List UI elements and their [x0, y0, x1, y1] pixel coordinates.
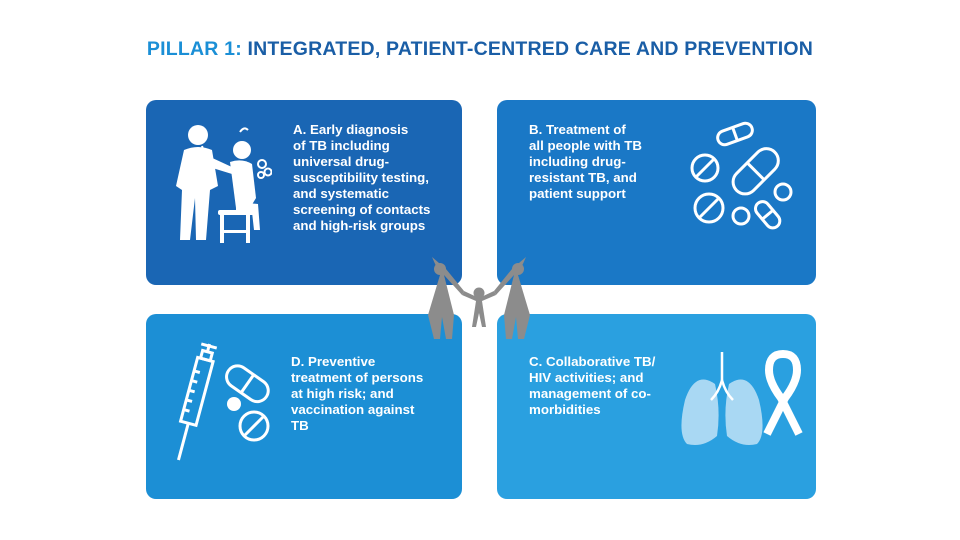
card-b-line: resistant TB, and: [529, 170, 637, 185]
card-d-line: vaccination against: [291, 402, 415, 417]
card-d-line: at high risk; and: [291, 386, 394, 401]
pills-icon: [690, 121, 793, 230]
title-prefix: PILLAR 1: [146, 38, 236, 60]
card-b-text: B. Treatment of all people with TB inclu…: [529, 122, 642, 202]
page-title: PILLAR 1: INTEGRATED, PATIENT-CENTRED CA…: [0, 38, 960, 61]
lungs-ribbon-icon: [681, 350, 803, 445]
card-collaborative-activities: C. Collaborative TB/ HIV activities; and…: [497, 314, 816, 499]
card-b-line: B. Treatment of: [529, 122, 626, 137]
syringe-pills-icon: [177, 342, 270, 461]
card-c-text: C. Collaborative TB/ HIV activities; and…: [529, 354, 655, 418]
title-colon: :: [235, 38, 242, 60]
card-b-line: including drug-: [529, 154, 626, 169]
family-icon: [428, 257, 530, 339]
card-a-line: and systematic: [293, 186, 390, 201]
card-d-line: D. Preventive: [291, 354, 376, 369]
card-treatment: B. Treatment of all people with TB inclu…: [497, 100, 816, 285]
card-c-line: management of co-: [529, 386, 651, 401]
card-c-line: C. Collaborative TB/: [529, 354, 656, 369]
card-a-line: A. Early diagnosis: [293, 122, 409, 137]
card-preventive-treatment: D. Preventive treatment of persons at hi…: [146, 314, 462, 499]
card-a-line: and high-risk groups: [293, 218, 426, 233]
card-a-text: A. Early diagnosis of TB including unive…: [293, 122, 430, 234]
title-rest: INTEGRATED, PATIENT-CENTRED CARE AND PRE…: [241, 38, 814, 60]
card-d-line: treatment of persons: [291, 370, 424, 385]
card-b-line: patient support: [529, 186, 626, 201]
card-early-diagnosis: A. Early diagnosis of TB including unive…: [146, 100, 462, 285]
doctor-patient-icon: [176, 125, 272, 243]
card-d-text: D. Preventive treatment of persons at hi…: [291, 354, 423, 434]
card-b-line: all people with TB: [529, 138, 643, 153]
card-d-line: TB: [291, 418, 309, 433]
card-a-line: screening of contacts: [293, 202, 431, 217]
card-c-line: morbidities: [529, 402, 601, 417]
card-a-line: susceptibility testing,: [293, 170, 429, 185]
card-c-line: HIV activities; and: [529, 370, 644, 385]
card-a-line: of TB including: [293, 138, 390, 153]
card-a-line: universal drug-: [293, 154, 390, 169]
